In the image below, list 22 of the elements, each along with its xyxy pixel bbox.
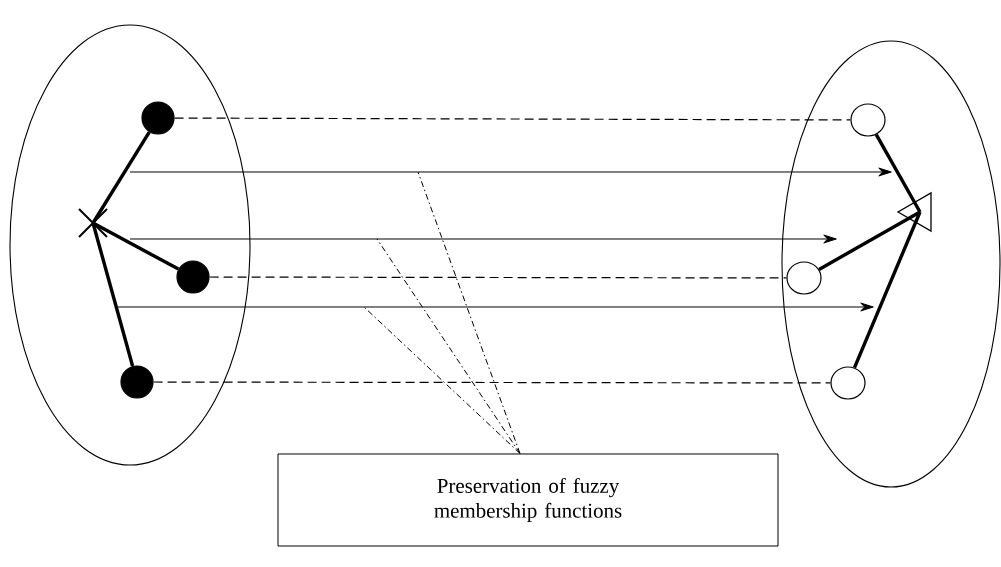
leader-line	[363, 306, 521, 454]
set-ellipse	[9, 24, 251, 466]
dashed-line	[174, 117, 851, 121]
dashed-line	[153, 381, 831, 384]
connector-line	[92, 221, 180, 271]
point-circle	[830, 366, 866, 400]
point-circle	[120, 365, 154, 399]
set-ellipse	[781, 40, 1001, 488]
leader-line	[417, 171, 521, 454]
text-box: Preservation of fuzzy membership functions	[277, 453, 779, 547]
point-circle	[786, 261, 822, 295]
connector-line	[91, 222, 135, 367]
connector-line	[818, 210, 921, 271]
cross-mark	[78, 208, 108, 238]
leader-line	[376, 238, 521, 454]
point-circle	[176, 260, 210, 294]
dashed-line	[209, 276, 787, 279]
connector-line	[91, 131, 151, 224]
point-circle	[850, 103, 886, 137]
point-circle	[141, 101, 175, 135]
connector-line	[874, 133, 922, 213]
connector-line	[852, 211, 922, 369]
